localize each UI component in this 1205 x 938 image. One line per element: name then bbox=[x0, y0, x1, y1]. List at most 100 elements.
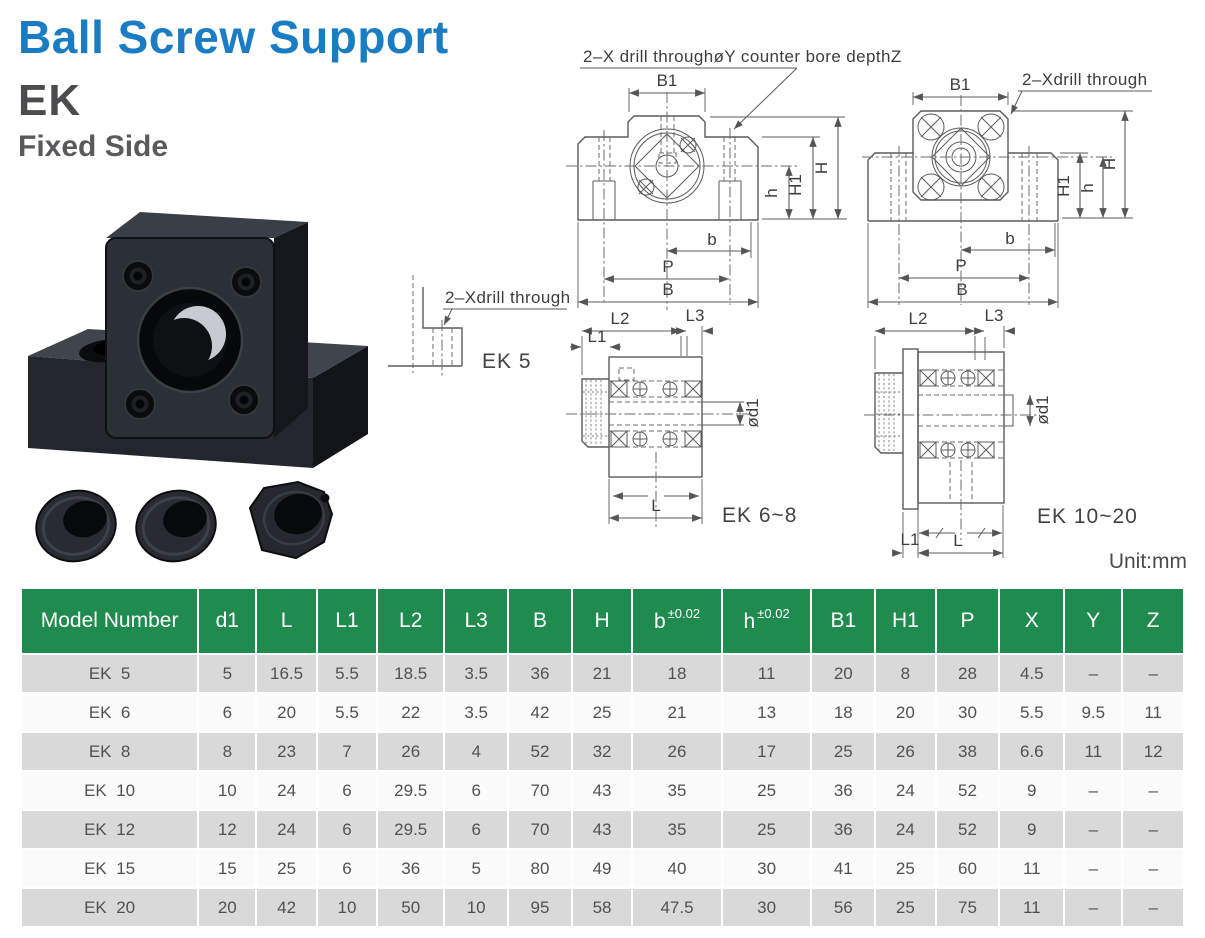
column-header-P: P bbox=[936, 589, 999, 653]
table-cell: 25 bbox=[876, 889, 935, 926]
table-cell: 58 bbox=[572, 889, 632, 926]
series-subtitle: Fixed Side bbox=[18, 130, 169, 163]
product-photo bbox=[28, 212, 368, 563]
dim-label-L2: L2 bbox=[909, 309, 928, 328]
flange-screws bbox=[122, 260, 262, 420]
model-number-cell: EK 8 bbox=[22, 733, 198, 770]
dim-label-L: L bbox=[953, 531, 962, 550]
table-cell: 42 bbox=[257, 889, 316, 926]
model-number-cell: EK 12 bbox=[22, 811, 198, 848]
table-cell: 26 bbox=[633, 733, 721, 770]
dim-label-B: B bbox=[956, 280, 967, 299]
table-cell: 22 bbox=[378, 694, 444, 731]
dim-label-P: P bbox=[955, 256, 966, 275]
table-cell: 9 bbox=[1000, 772, 1064, 809]
table-cell: 32 bbox=[572, 733, 632, 770]
table-cell: 21 bbox=[572, 655, 632, 692]
column-header-H: H bbox=[572, 589, 632, 653]
table-cell: 25 bbox=[572, 694, 632, 731]
technical-drawing: B1 H H1 h b P B 2–X drill throughøY coun… bbox=[388, 47, 1152, 558]
table-cell: 60 bbox=[936, 850, 999, 887]
table-cell: 11 bbox=[1000, 889, 1064, 926]
table-cell: 50 bbox=[378, 889, 444, 926]
annotation-counter-bore: 2–X drill throughøY counter bore depthZ bbox=[583, 47, 902, 66]
annotation-drill-through-ek5: 2–Xdrill through bbox=[445, 288, 570, 307]
table-cell: 36 bbox=[812, 772, 875, 809]
table-cell: 52 bbox=[509, 733, 571, 770]
table-cell: 6 bbox=[317, 772, 377, 809]
table-cell: 11 bbox=[1065, 733, 1122, 770]
dim-label-L3: L3 bbox=[985, 306, 1004, 325]
table-cell: 25 bbox=[876, 850, 935, 887]
spacer-ring bbox=[35, 489, 117, 563]
column-header-L1: L1 bbox=[317, 589, 377, 653]
table-cell: 5.5 bbox=[317, 655, 377, 692]
table-cell: 21 bbox=[633, 694, 721, 731]
column-header-L2: L2 bbox=[378, 589, 444, 653]
table-cell: 6 bbox=[199, 694, 256, 731]
table-cell: 6 bbox=[445, 811, 508, 848]
table-cell: 30 bbox=[722, 889, 811, 926]
column-header-d1: d1 bbox=[199, 589, 256, 653]
table-cell: 70 bbox=[509, 811, 571, 848]
model-number-cell: EK 6 bbox=[22, 694, 198, 731]
model-number-cell: EK 10 bbox=[22, 772, 198, 809]
table-cell: 6 bbox=[445, 772, 508, 809]
table-cell: 10 bbox=[445, 889, 508, 926]
detail-view-ek5: 2–Xdrill through EK 5 bbox=[388, 275, 570, 378]
annotation-drill-through: 2–Xdrill through bbox=[1022, 70, 1147, 89]
table-cell: 4 bbox=[445, 733, 508, 770]
table-cell: 40 bbox=[633, 850, 721, 887]
table-cell: 6 bbox=[317, 850, 377, 887]
table-cell: – bbox=[1123, 850, 1183, 887]
column-header-B: B bbox=[509, 589, 571, 653]
table-cell: 49 bbox=[572, 850, 632, 887]
table-cell: 3.5 bbox=[445, 655, 508, 692]
table-cell: 36 bbox=[812, 811, 875, 848]
column-header-Y: Y bbox=[1065, 589, 1122, 653]
dim-label-L: L bbox=[651, 496, 660, 515]
table-cell: – bbox=[1065, 811, 1122, 848]
table-cell: 9 bbox=[1000, 811, 1064, 848]
table-cell: 5.5 bbox=[317, 694, 377, 731]
side-view-ek10-20: ød1 L2 L3 L1 L EK 10~20 bbox=[864, 306, 1137, 558]
table-cell: 6.6 bbox=[1000, 733, 1064, 770]
table-cell: 47.5 bbox=[633, 889, 721, 926]
table-cell: – bbox=[1065, 655, 1122, 692]
dim-label-od1: ød1 bbox=[1033, 395, 1052, 424]
dim-label-L1: L1 bbox=[588, 327, 607, 346]
front-view-ek10-20: B1 H H1 h b P B 2–Xdrill through bbox=[862, 70, 1152, 308]
table-cell: 24 bbox=[876, 811, 935, 848]
table-cell: 25 bbox=[257, 850, 316, 887]
table-cell: 43 bbox=[572, 811, 632, 848]
table-cell: 8 bbox=[876, 655, 935, 692]
table-cell: 5 bbox=[199, 655, 256, 692]
table-cell: 24 bbox=[876, 772, 935, 809]
table-cell: – bbox=[1123, 811, 1183, 848]
table-cell: 26 bbox=[378, 733, 444, 770]
table-cell: 25 bbox=[722, 811, 811, 848]
table-cell: 12 bbox=[199, 811, 256, 848]
table-cell: 52 bbox=[936, 811, 999, 848]
table-cell: 11 bbox=[1123, 694, 1183, 731]
table-cell: 41 bbox=[812, 850, 875, 887]
table-cell: 70 bbox=[509, 772, 571, 809]
table-cell: – bbox=[1123, 655, 1183, 692]
view-label-ek5: EK 5 bbox=[482, 350, 532, 373]
dim-label-b: b bbox=[707, 230, 716, 249]
table-cell: 16.5 bbox=[257, 655, 316, 692]
table-cell: 24 bbox=[257, 772, 316, 809]
table-cell: – bbox=[1123, 772, 1183, 809]
dim-label-B1: B1 bbox=[950, 75, 971, 94]
table-header-row: Model Number d1 L L1 L2 L3 B H b±0.02 h±… bbox=[22, 589, 1183, 653]
spec-table: Model Number d1 L L1 L2 L3 B H b±0.02 h±… bbox=[20, 587, 1185, 928]
table-cell: 8 bbox=[199, 733, 256, 770]
table-cell: 52 bbox=[936, 772, 999, 809]
dim-label-L3: L3 bbox=[686, 306, 705, 325]
view-label-ek6-8: EK 6~8 bbox=[722, 504, 797, 527]
model-number-cell: EK 5 bbox=[22, 655, 198, 692]
